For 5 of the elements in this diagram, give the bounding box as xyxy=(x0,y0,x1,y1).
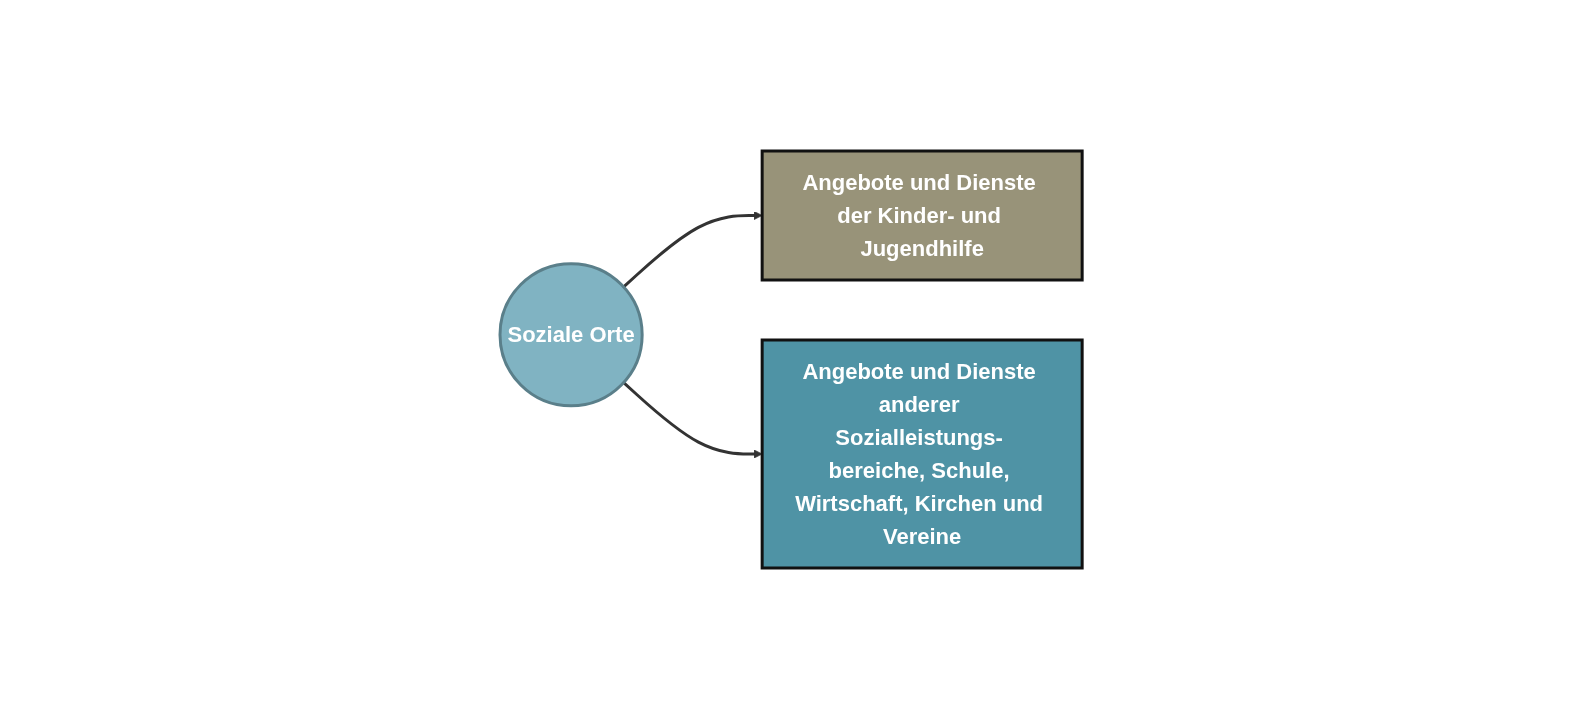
arrow xyxy=(622,211,763,289)
node-circle: Soziale Orte xyxy=(498,262,644,408)
node-box: Angebote und Dienste der Kinder- und Jugendhilfe xyxy=(760,149,1084,282)
arrow xyxy=(622,381,763,459)
node-box: Angebote und Dienste anderer Sozialleistungs- bereiche, Schule, Wirtschaft, Kirchen und Vereine xyxy=(760,338,1084,570)
